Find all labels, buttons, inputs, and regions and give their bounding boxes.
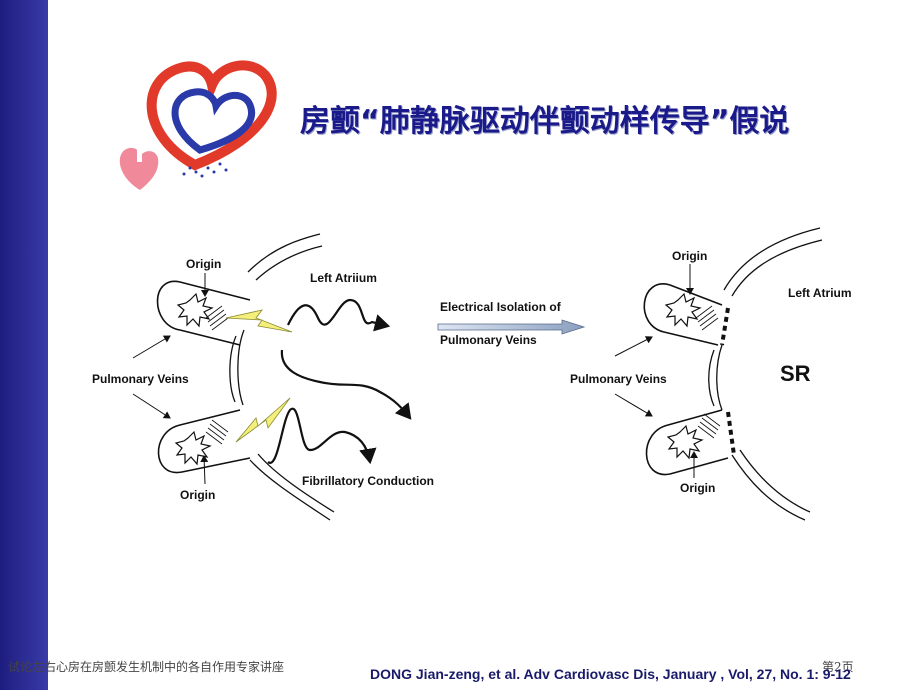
- label-isolation-line2: Pulmonary Veins: [440, 333, 537, 347]
- heart-logo: logo: [106, 60, 277, 190]
- citation: DONG Jian-zeng, et al. Adv Cardiovasc Di…: [370, 666, 851, 682]
- left-atrium-wall: [229, 233, 335, 521]
- footer-source-title: 试论左右心房在房颤发生机制中的各自作用专家讲座: [8, 660, 285, 674]
- right-atrium-wall: [708, 227, 823, 521]
- svg-text:logo: logo: [106, 178, 114, 183]
- electrogram-lines-right: [695, 305, 721, 439]
- left-accent-bar: [0, 0, 48, 690]
- electrogram-lines-bottom: [205, 419, 229, 445]
- label-origin-bottom-left: Origin: [180, 488, 215, 502]
- origin-burst-bottom-right: [666, 424, 704, 460]
- slide-title: 房颤“肺静脉驱动伴颤动样传导”假说: [300, 104, 790, 139]
- label-left-atrium-left: Left Atriium: [310, 271, 377, 285]
- isolation-arrow: [437, 319, 586, 335]
- origin-burst-bottom: [174, 430, 212, 466]
- footer-page-number: 第2页: [822, 660, 854, 674]
- label-pulmonary-veins-left: Pulmonary Veins: [92, 372, 189, 386]
- label-pulmonary-veins-right: Pulmonary Veins: [570, 372, 667, 386]
- label-fibrillatory-conduction: Fibrillatory Conduction: [302, 474, 434, 488]
- label-origin-top-right: Origin: [672, 249, 707, 263]
- pointer-arrows-right: [614, 264, 698, 478]
- pulmonary-vein-top-right: [643, 283, 723, 346]
- fibrillatory-waves: [267, 298, 412, 465]
- label-left-atrium-right: Left Atrium: [788, 286, 852, 300]
- pointer-arrows-left: [132, 273, 209, 485]
- pulmonary-vein-bottom-right: [645, 409, 729, 476]
- label-sinus-rhythm: SR: [780, 361, 811, 386]
- origin-burst-top: [176, 292, 214, 328]
- origin-burst-top-right: [664, 292, 702, 328]
- lightning-icon-top: [225, 309, 293, 333]
- lightning-icon-bottom: [235, 397, 291, 443]
- label-isolation-line1: Electrical Isolation of: [440, 300, 562, 314]
- label-origin-bottom-right: Origin: [680, 481, 715, 495]
- label-origin-top-left: Origin: [186, 257, 221, 271]
- pulmonary-vein-bottom: [157, 409, 251, 474]
- isolation-lines-right: [720, 307, 736, 456]
- pulmonary-vein-top: [156, 280, 251, 346]
- electrogram-lines-top: [205, 305, 229, 331]
